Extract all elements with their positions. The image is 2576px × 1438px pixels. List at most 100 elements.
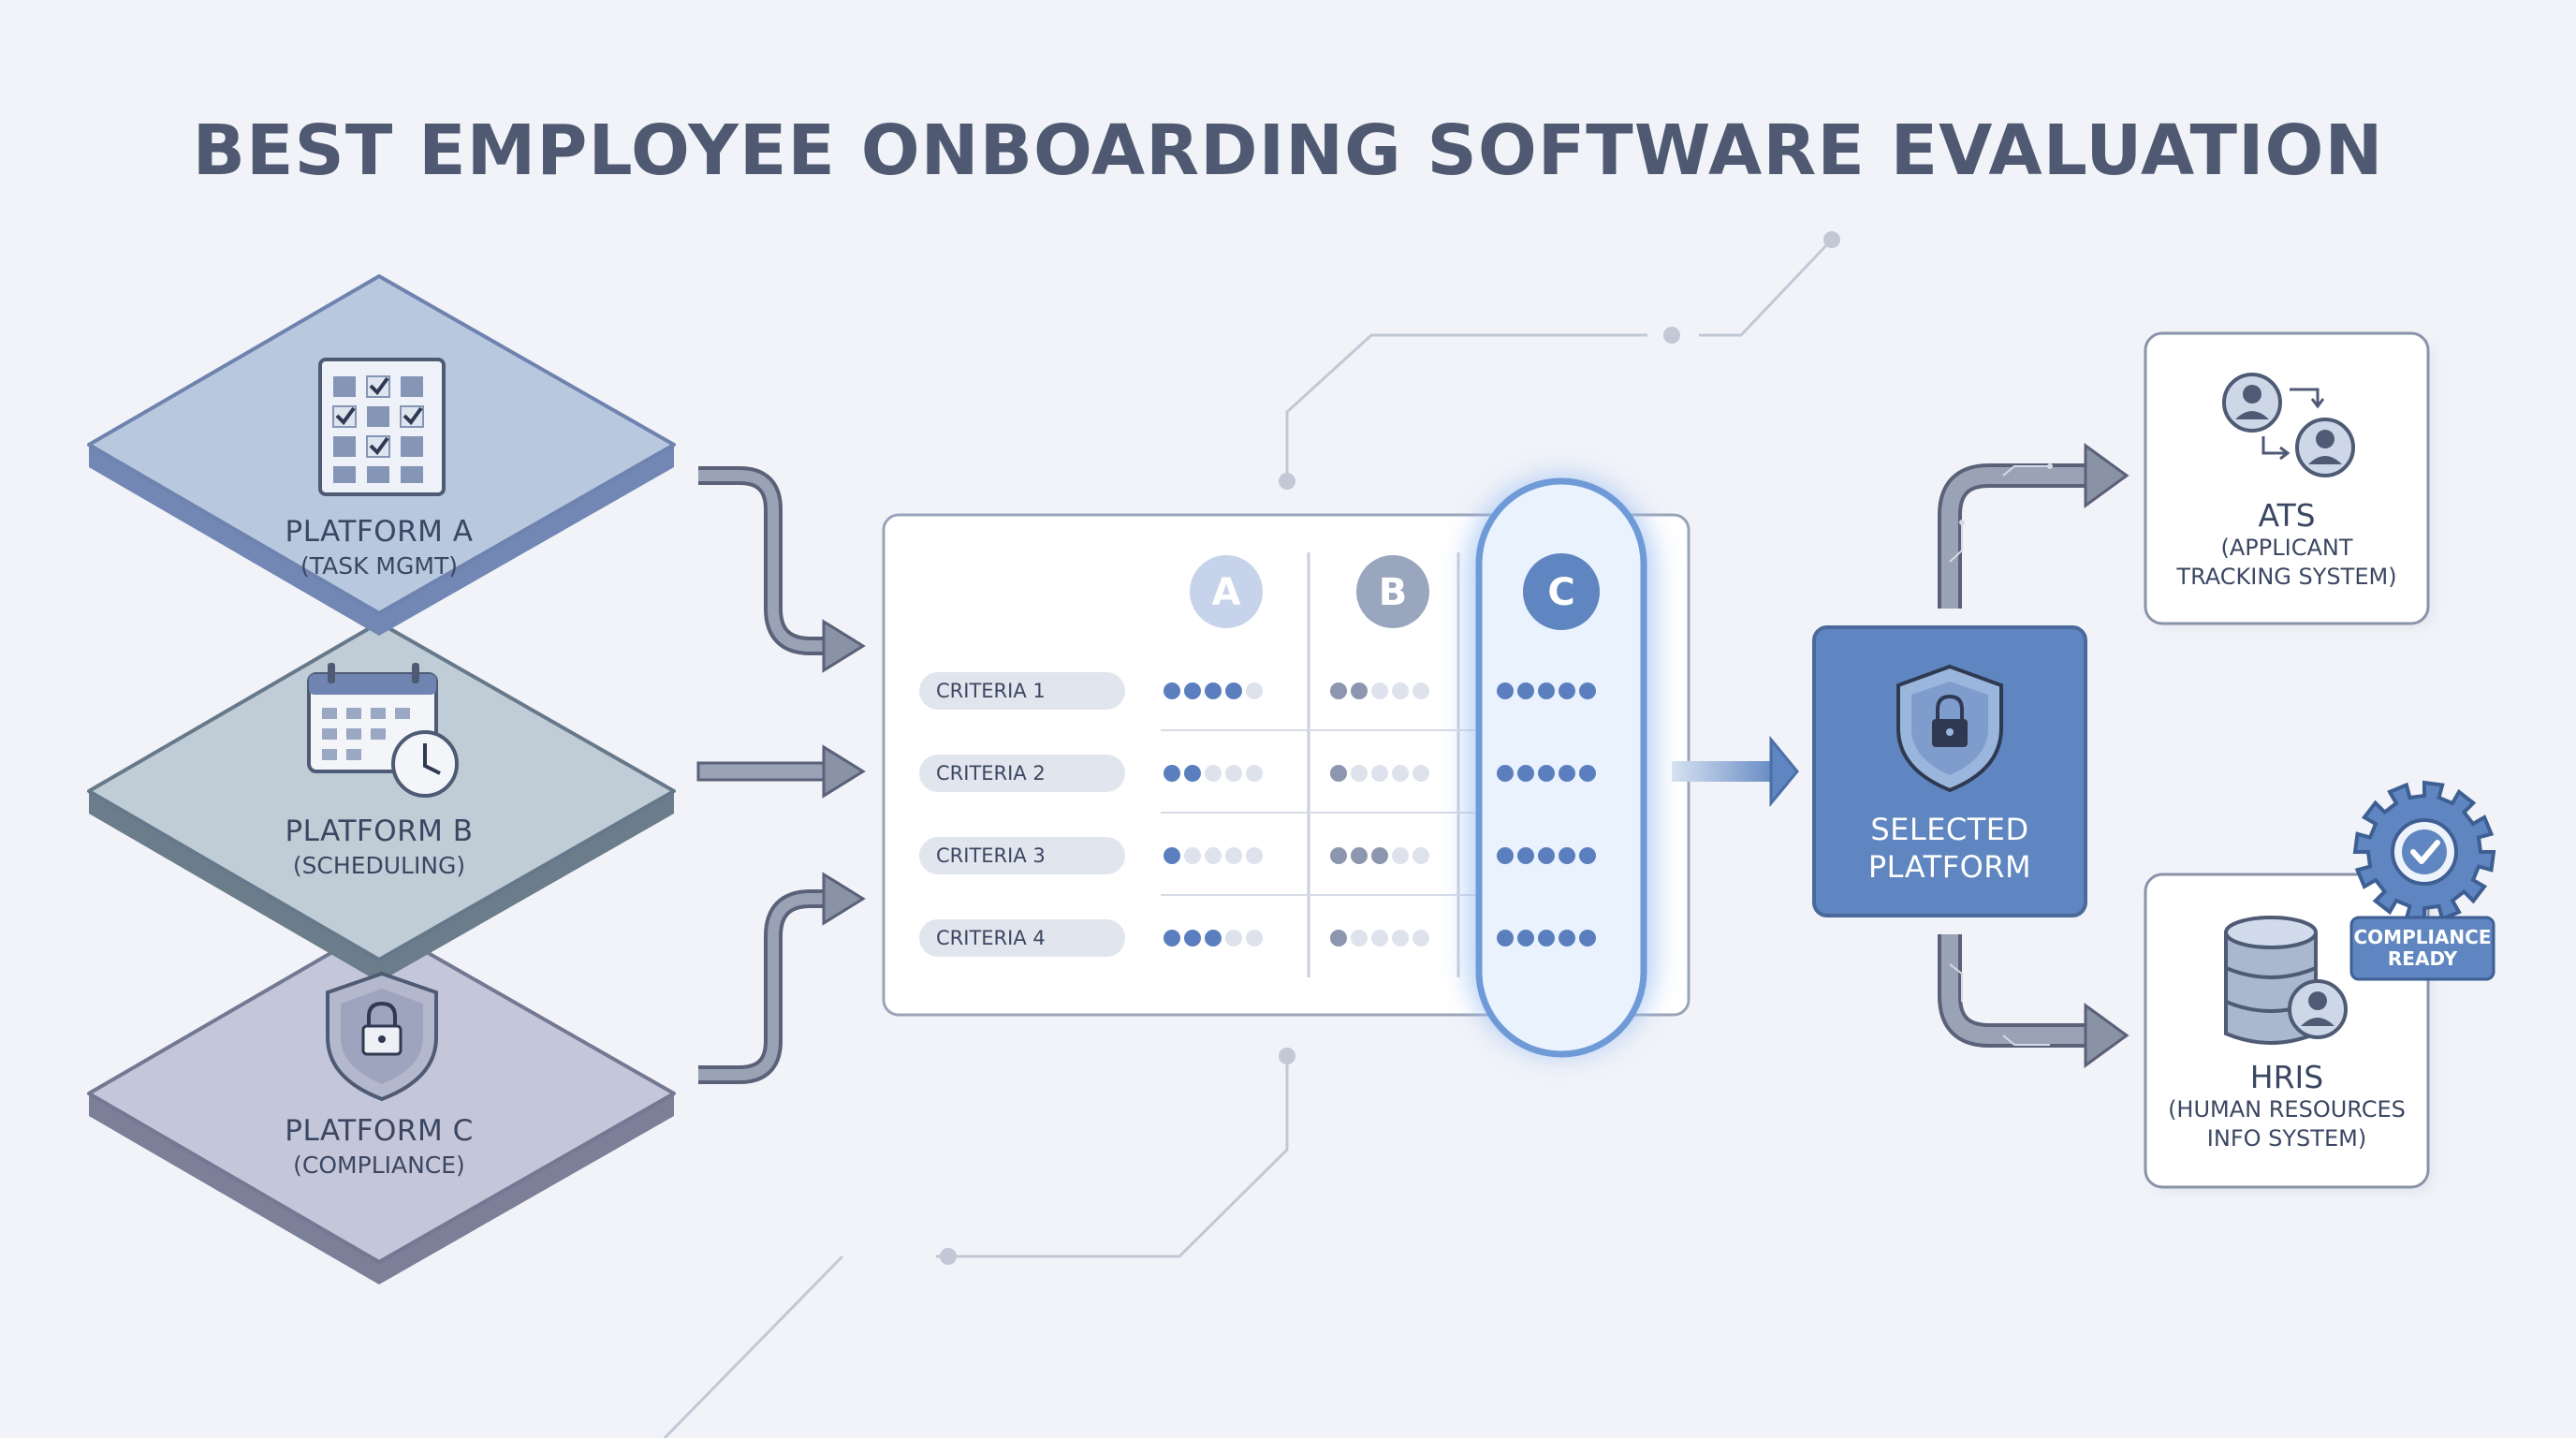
selected-platform-label: SELECTED PLATFORM — [1814, 811, 2086, 886]
rating-dot-a-4-1 — [1164, 930, 1180, 946]
rating-dot-a-3-4 — [1225, 847, 1242, 864]
gear-check-icon — [2352, 780, 2496, 924]
hris-line-1: (HUMAN RESOURCES — [2168, 1096, 2406, 1123]
platform-c-name: PLATFORM C — [285, 1114, 474, 1148]
column-a-letter: A — [1212, 571, 1241, 614]
checklist-grid-icon — [318, 358, 446, 496]
rating-dot-a-4-5 — [1246, 930, 1263, 946]
column-c-header — [1523, 553, 1600, 630]
rating-dot-c-3-1 — [1497, 847, 1514, 864]
rating-dot-a-2-1 — [1164, 765, 1180, 782]
calendar-clock-icon — [307, 663, 459, 798]
rating-dot-c-4-1 — [1497, 930, 1514, 946]
rating-dot-b-2-4 — [1392, 765, 1409, 782]
rating-dot-b-1-1 — [1330, 682, 1347, 699]
rating-dot-b-3-5 — [1412, 847, 1429, 864]
platform-a-label: PLATFORM A (TASK MGMT) — [239, 515, 520, 580]
rating-dot-a-4-2 — [1184, 930, 1201, 946]
rating-dot-b-4-3 — [1371, 930, 1388, 946]
database-user-icon — [2224, 916, 2348, 1045]
criteria-label-3: CRITERIA 3 — [936, 844, 1046, 867]
platform-a-subtitle: (TASK MGMT) — [300, 552, 458, 580]
column-c-letter: C — [1547, 571, 1574, 614]
hris-title: HRIS — [2249, 1059, 2324, 1095]
rating-dot-c-4-2 — [1517, 930, 1534, 946]
platform-b-label: PLATFORM B (SCHEDULING) — [239, 814, 520, 879]
rating-dot-b-1-2 — [1351, 682, 1368, 699]
rating-dot-b-1-3 — [1371, 682, 1388, 699]
hris-label: HRIS (HUMAN RESOURCES INFO SYSTEM) — [2145, 1060, 2428, 1153]
rating-dot-b-2-1 — [1330, 765, 1347, 782]
selected-to-hris-arrow — [1938, 934, 2130, 1068]
selected-to-ats-arrow — [1938, 443, 2130, 609]
rating-dot-c-2-1 — [1497, 765, 1514, 782]
decorative-lines — [663, 240, 1832, 1438]
rating-dot-a-4-3 — [1205, 930, 1222, 946]
platform-b-subtitle: (SCHEDULING) — [292, 852, 466, 879]
shield-lock-icon — [326, 971, 438, 1102]
rating-dot-a-1-4 — [1225, 682, 1242, 699]
ats-label: ATS (APPLICANT TRACKING SYSTEM) — [2145, 498, 2428, 592]
rating-dot-b-3-4 — [1392, 847, 1409, 864]
ats-line-1: (APPLICANT — [2220, 535, 2353, 561]
criteria-label-1: CRITERIA 1 — [936, 680, 1046, 702]
rating-dots — [1164, 682, 1596, 946]
evaluation-matrix: A B C — [882, 476, 1690, 1058]
rating-dot-c-4-5 — [1579, 930, 1596, 946]
rating-dot-a-2-4 — [1225, 765, 1242, 782]
compliance-badge-label: COMPLIANCE READY — [2351, 927, 2494, 970]
rating-dot-a-3-3 — [1205, 847, 1222, 864]
rating-dot-c-1-2 — [1517, 682, 1534, 699]
rating-dot-b-4-1 — [1330, 930, 1347, 946]
hris-line-2: INFO SYSTEM) — [2206, 1125, 2367, 1152]
rating-dot-b-4-4 — [1392, 930, 1409, 946]
rating-dot-a-1-1 — [1164, 682, 1180, 699]
rating-dot-a-2-5 — [1246, 765, 1263, 782]
rating-dot-c-3-5 — [1579, 847, 1596, 864]
rating-dot-a-3-2 — [1184, 847, 1201, 864]
rating-dot-c-3-4 — [1559, 847, 1575, 864]
rating-dot-c-2-2 — [1517, 765, 1534, 782]
decorative-nodes — [940, 231, 1840, 1265]
badge-line-1: COMPLIANCE — [2353, 926, 2492, 948]
rating-dot-b-3-3 — [1371, 847, 1388, 864]
compliance-badge — [2349, 916, 2496, 981]
column-a-header — [1190, 555, 1263, 628]
rating-dot-c-2-4 — [1559, 765, 1575, 782]
rating-dot-b-4-5 — [1412, 930, 1429, 946]
ats-card[interactable] — [2144, 331, 2434, 627]
column-b-letter: B — [1379, 571, 1408, 614]
rating-dot-b-3-1 — [1330, 847, 1347, 864]
rating-dot-c-1-5 — [1579, 682, 1596, 699]
ats-line-2: TRACKING SYSTEM) — [2176, 564, 2397, 590]
ats-title: ATS — [2258, 497, 2316, 534]
rating-dot-a-1-5 — [1246, 682, 1263, 699]
platform-b-name: PLATFORM B — [285, 814, 474, 848]
rating-dot-b-1-5 — [1412, 682, 1429, 699]
rating-dot-b-4-2 — [1351, 930, 1368, 946]
rating-dot-a-1-3 — [1205, 682, 1222, 699]
rating-dot-a-3-5 — [1246, 847, 1263, 864]
rating-dot-a-2-2 — [1184, 765, 1201, 782]
rating-dot-a-3-1 — [1164, 847, 1180, 864]
selected-line-2: PLATFORM — [1867, 849, 2032, 885]
column-b-header — [1356, 555, 1429, 628]
platform-c-label: PLATFORM C (COMPLIANCE) — [239, 1114, 520, 1179]
rating-dot-a-4-4 — [1225, 930, 1242, 946]
rating-dot-a-1-2 — [1184, 682, 1201, 699]
platform-c-subtitle: (COMPLIANCE) — [293, 1152, 465, 1179]
rating-dot-c-2-3 — [1538, 765, 1555, 782]
matrix-to-selected-arrow — [1672, 735, 1799, 808]
page-title: BEST EMPLOYEE ONBOARDING SOFTWARE EVALUA… — [192, 110, 2384, 191]
platform-b-slab[interactable] — [87, 621, 676, 982]
badge-line-2: READY — [2387, 947, 2458, 970]
rating-dot-c-4-4 — [1559, 930, 1575, 946]
criteria-label-4: CRITERIA 4 — [936, 927, 1046, 949]
rating-dot-c-1-3 — [1538, 682, 1555, 699]
rating-dot-b-3-2 — [1351, 847, 1368, 864]
rating-dot-c-3-2 — [1517, 847, 1534, 864]
selected-line-1: SELECTED — [1870, 812, 2029, 847]
rating-dot-c-3-3 — [1538, 847, 1555, 864]
